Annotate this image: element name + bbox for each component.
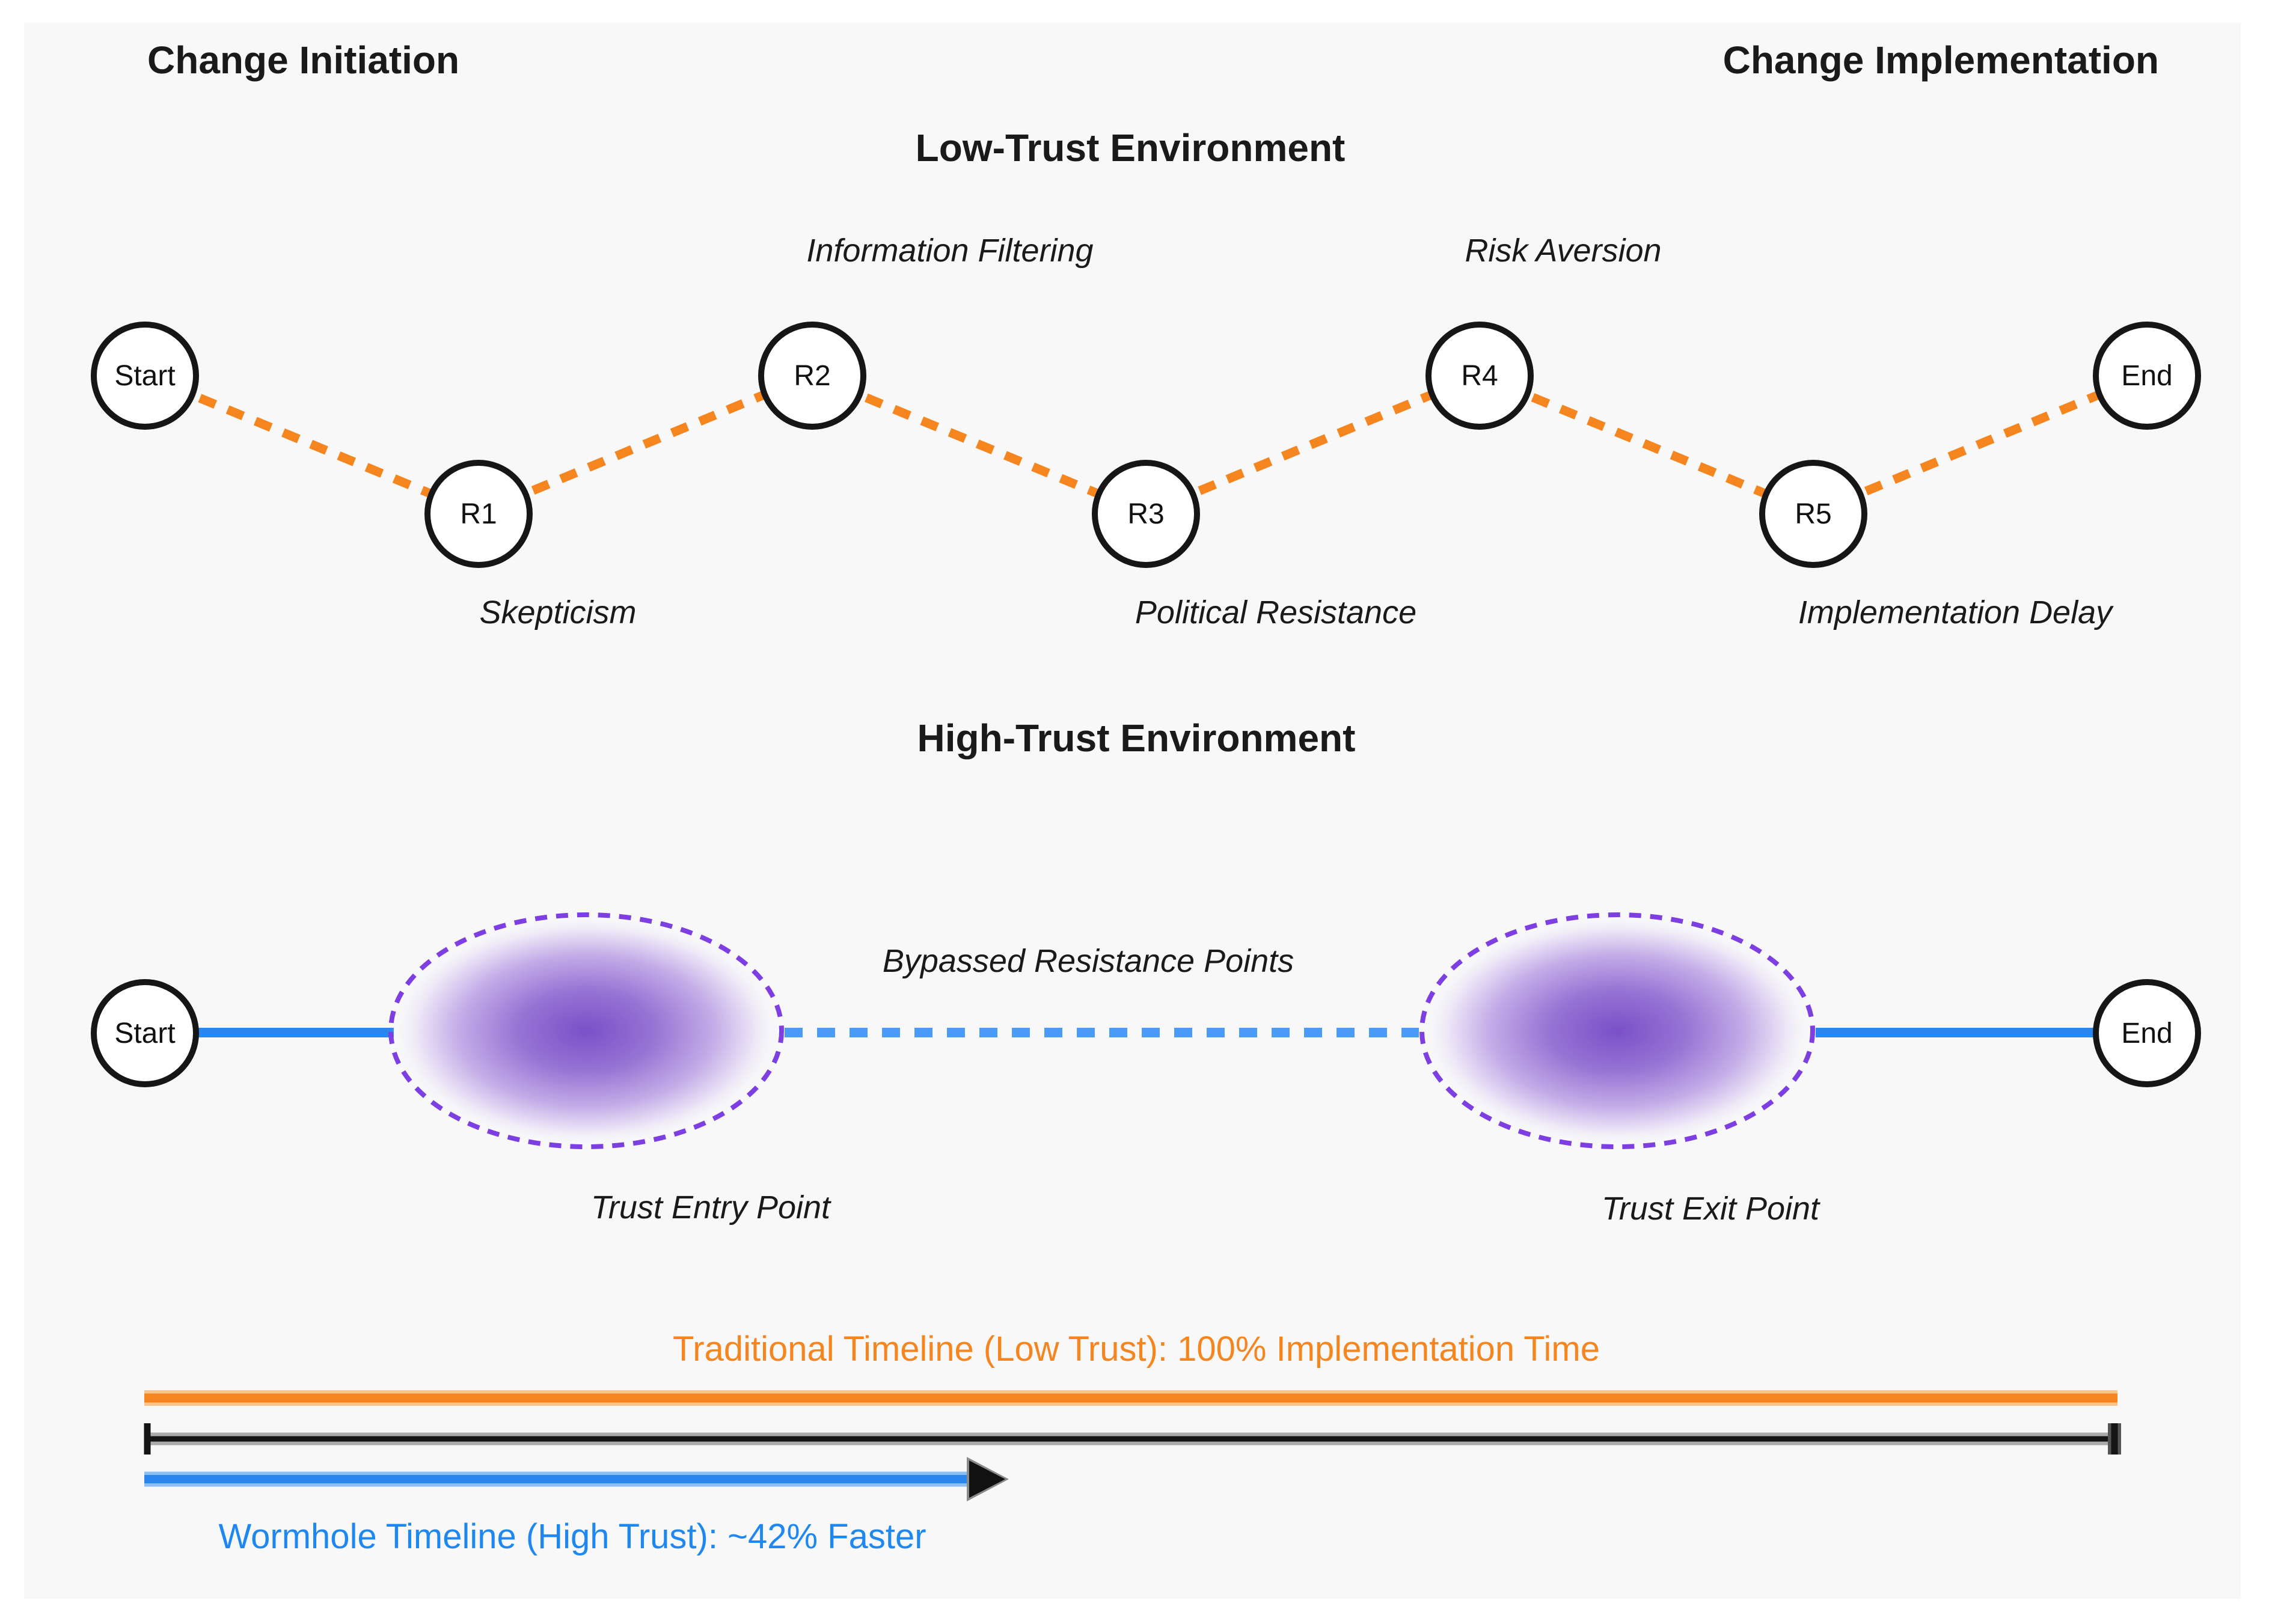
node-end-high-trust: End bbox=[2093, 979, 2201, 1087]
node-start-low-trust: Start bbox=[91, 322, 199, 430]
trust-entry-wormhole bbox=[388, 912, 784, 1149]
label-bypassed-resistance-points: Bypassed Resistance Points bbox=[882, 943, 1294, 979]
node-r5: R5 bbox=[1759, 460, 1867, 568]
label-trust-exit-point: Trust Exit Point bbox=[1601, 1191, 1820, 1227]
label-skepticism: Skepticism bbox=[479, 594, 637, 630]
label-traditional-timeline: Traditional Timeline (Low Trust): 100% I… bbox=[673, 1329, 1600, 1369]
label-implementation-delay: Implementation Delay bbox=[1798, 594, 2113, 630]
node-end-low-trust: End bbox=[2093, 322, 2201, 430]
node-r4: R4 bbox=[1425, 322, 1534, 430]
label-information-filtering: Information Filtering bbox=[806, 233, 1094, 269]
trust-exit-wormhole bbox=[1419, 912, 1815, 1149]
header-change-implementation: Change Implementation bbox=[1722, 38, 2159, 82]
node-start-high-trust: Start bbox=[91, 979, 199, 1087]
high-trust-section-title: High-Trust Environment bbox=[917, 716, 1356, 760]
label-political-resistance: Political Resistance bbox=[1134, 594, 1417, 630]
header-change-initiation: Change Initiation bbox=[147, 38, 460, 82]
label-risk-aversion: Risk Aversion bbox=[1465, 233, 1662, 269]
diagram-panel-background bbox=[24, 22, 2241, 1599]
node-r1: R1 bbox=[424, 460, 533, 568]
label-trust-entry-point: Trust Entry Point bbox=[590, 1189, 831, 1226]
label-wormhole-timeline: Wormhole Timeline (High Trust): ~42% Fas… bbox=[218, 1517, 926, 1556]
low-trust-section-title: Low-Trust Environment bbox=[915, 126, 1346, 169]
node-r3: R3 bbox=[1092, 460, 1200, 568]
wormhole-timeline-arrowhead bbox=[969, 1461, 1005, 1498]
node-r2: R2 bbox=[758, 322, 866, 430]
